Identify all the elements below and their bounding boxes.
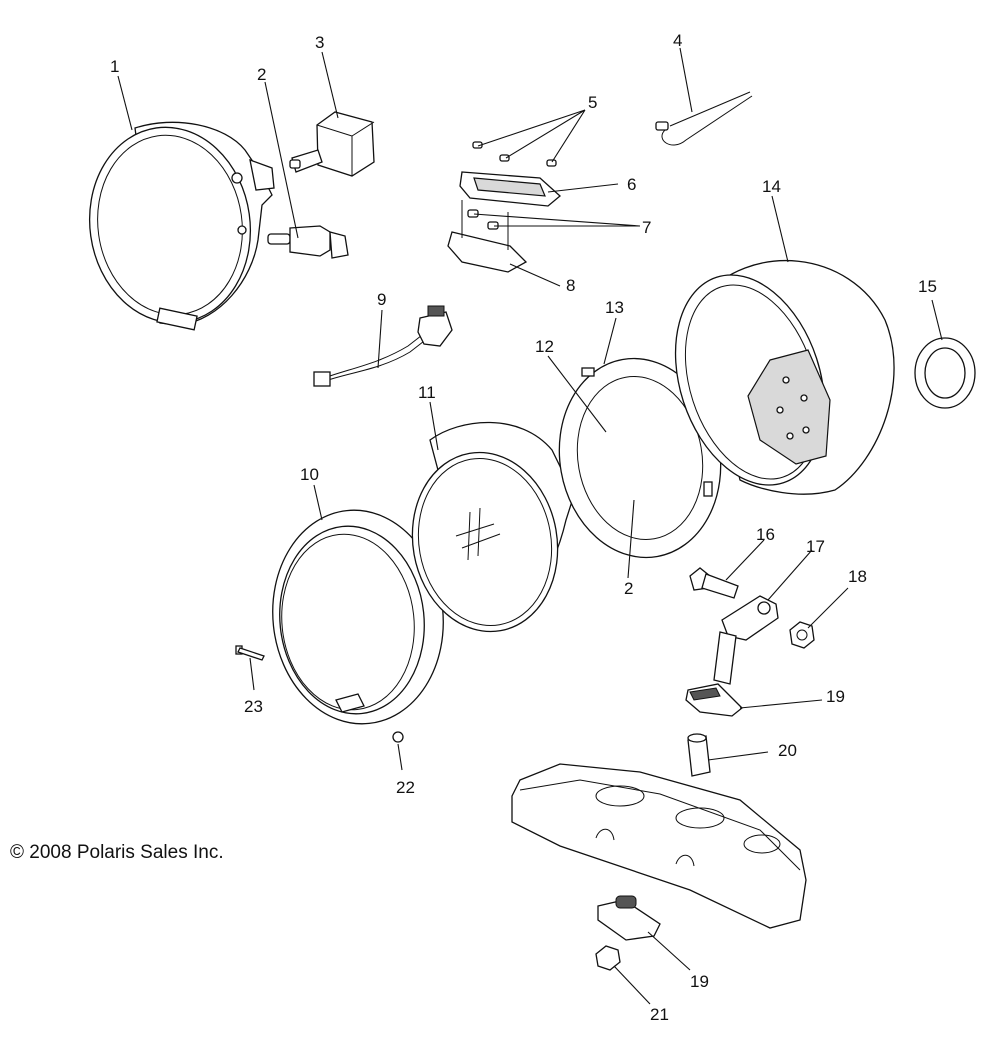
part-23-pin [235, 645, 265, 661]
callout-23: 23 [244, 697, 263, 716]
part-4-cable-tie [655, 91, 753, 146]
callout-2-upper: 2 [257, 65, 266, 84]
part-13-mounting-plate [558, 357, 722, 559]
callout-11: 11 [418, 383, 436, 402]
callout-18: 18 [848, 567, 867, 586]
part-18-nut [789, 621, 815, 649]
part-20-spacer [687, 733, 711, 777]
callout-16: 16 [756, 525, 775, 544]
callout-2-lower: 2 [624, 579, 633, 598]
callout-8: 8 [566, 276, 575, 295]
callout-19-lower: 19 [690, 972, 709, 991]
callout-5: 5 [588, 93, 597, 112]
callout-22: 22 [396, 778, 415, 797]
part-8-lower-bracket [447, 200, 528, 273]
part-3-ballast [289, 111, 375, 177]
callout-4: 4 [673, 31, 682, 50]
part-19-bushing-lower [597, 895, 661, 941]
part-10-trim-ring [272, 509, 444, 725]
callout-19-upper: 19 [826, 687, 845, 706]
part-17-stud-bracket [713, 595, 779, 685]
part-14-housing [674, 260, 895, 495]
handlebar-clamp [511, 763, 807, 929]
part-16-bolt [689, 567, 739, 599]
callout-20: 20 [778, 741, 797, 760]
leader-lines [117, 47, 943, 1005]
callout-labels: 1 2 3 4 5 6 7 8 9 10 11 12 13 2 14 15 16… [110, 31, 937, 1024]
part-11-sealed-beam [411, 421, 575, 633]
callout-6: 6 [627, 175, 636, 194]
part-2-bulb-upper [267, 225, 349, 259]
callout-17: 17 [806, 537, 825, 556]
callout-12: 12 [535, 337, 554, 356]
callout-7: 7 [642, 218, 651, 237]
callout-21: 21 [650, 1005, 669, 1024]
part-1-headlamp-assembly [88, 121, 275, 331]
callout-10: 10 [300, 465, 319, 484]
callout-15: 15 [918, 277, 937, 296]
copyright-notice: © 2008 Polaris Sales Inc. [10, 842, 224, 863]
callout-1: 1 [110, 57, 119, 76]
callout-14: 14 [762, 177, 781, 196]
part-22-grommet [392, 731, 404, 743]
part-6-bracket [459, 171, 561, 207]
callout-13: 13 [605, 298, 624, 317]
callout-9: 9 [377, 290, 386, 309]
part-15-grommet [914, 337, 976, 409]
part-21-nut [595, 945, 621, 971]
part-9-wiring-harness [313, 305, 453, 387]
callout-3: 3 [315, 33, 324, 52]
part-7-screws [467, 209, 499, 230]
part-5-screws [472, 141, 557, 167]
part-19-bushing-upper [685, 683, 743, 717]
